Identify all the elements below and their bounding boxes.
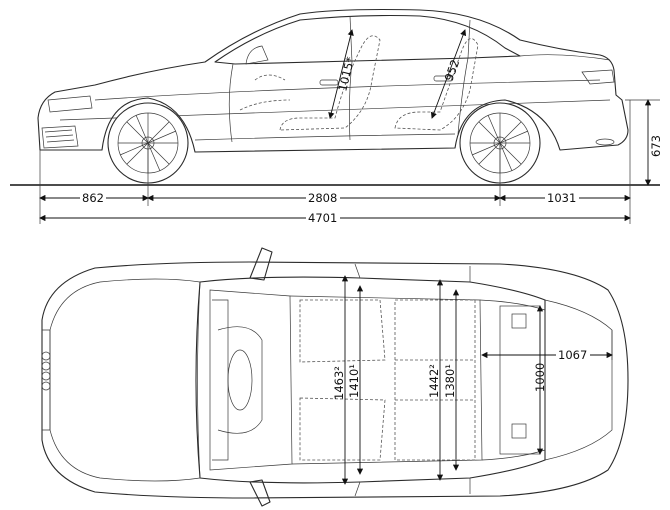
- trunk-sill-height-label: 673: [649, 135, 663, 157]
- side-body-outline: [37, 8, 629, 153]
- elbow-width-front-label: 1410¹: [347, 364, 361, 398]
- top-body-outline: [41, 261, 629, 499]
- side-window-frame: [214, 14, 521, 65]
- left-mirror: [249, 247, 273, 281]
- overall-length-label: 4701: [308, 211, 337, 225]
- front-seat-outline: [279, 35, 381, 131]
- headroom-rear-line: [430, 29, 467, 119]
- headroom-front-line: [328, 29, 354, 119]
- trunk-length-label: 1067: [558, 348, 587, 362]
- side-view: 1015* 952 673 862 2808 1031 4701: [10, 8, 663, 225]
- rear-overhang-label: 1031: [547, 191, 576, 205]
- wheelbase-label: 2808: [308, 191, 337, 205]
- top-view: 1463² 1410¹ 1442² 1380¹ 1000 1067: [41, 247, 629, 507]
- trunk-width-label: 1000: [533, 363, 547, 392]
- top-cabin-outline: [195, 276, 546, 484]
- front-seats-top: [299, 299, 386, 461]
- elbow-width-rear-label: 1380¹: [443, 364, 457, 398]
- headroom-rear-label: 952: [442, 58, 463, 83]
- shoulder-width-rear-label: 1442²: [427, 364, 441, 398]
- grille-rings: [41, 351, 51, 391]
- front-overhang-label: 862: [82, 191, 104, 205]
- shoulder-width-front-label: 1463²: [332, 366, 346, 400]
- right-mirror: [249, 479, 271, 507]
- rear-seats-top: [394, 299, 476, 461]
